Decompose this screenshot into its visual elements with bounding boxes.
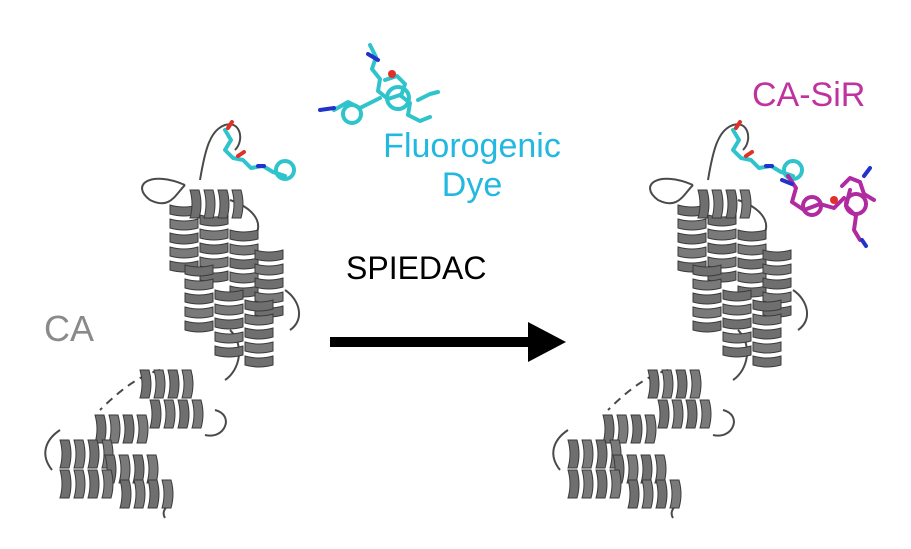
- dye-label-line1: Fluorogenic: [383, 127, 561, 165]
- dye-label-line2: Dye: [441, 166, 503, 205]
- right-arrow-icon: [330, 322, 566, 362]
- dye-label: Fluorogenic Dye: [366, 127, 578, 205]
- product-molecule-icon: [780, 166, 876, 248]
- protein-ribbon-right-icon: [553, 120, 807, 518]
- protein-label: CA: [44, 308, 95, 349]
- reaction-label: SPIEDAC: [346, 250, 487, 286]
- product-label: CA-SiR: [752, 76, 866, 114]
- dye-molecule-icon: [318, 43, 440, 125]
